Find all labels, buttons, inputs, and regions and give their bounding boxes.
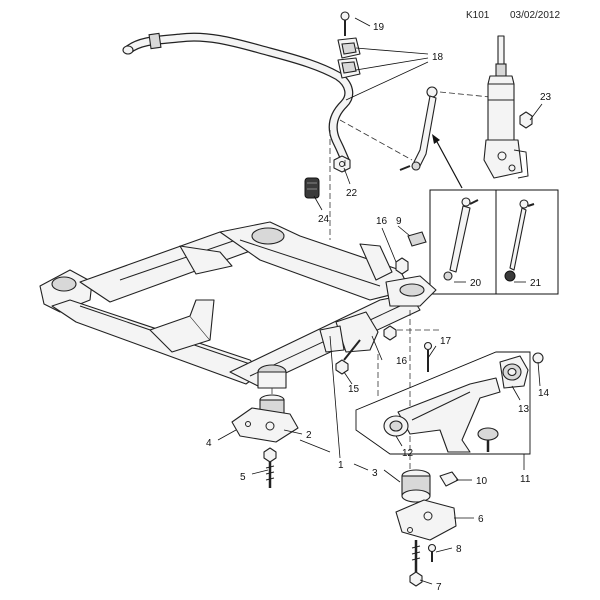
callout-8: 8 (456, 544, 462, 555)
callout-3: 3 (372, 468, 378, 479)
callout-15: 15 (348, 384, 360, 395)
callout-11: 11 (520, 474, 531, 485)
diagram-code: K101 (466, 10, 490, 21)
nut-16-lower[interactable] (383, 325, 397, 341)
stabilizer-bushing-upper[interactable] (337, 37, 361, 59)
control-arm-bushing-rear[interactable] (499, 355, 529, 389)
stabilizer-link-variant-b[interactable] (504, 199, 535, 282)
callout-9: 9 (396, 216, 402, 227)
bushing-bolt[interactable] (340, 11, 350, 36)
callout-16-upper: 16 (376, 216, 388, 227)
control-arm-bolt-15[interactable] (335, 339, 361, 375)
callout-7: 7 (436, 582, 442, 593)
callout-labels: 19 18 23 22 24 16 9 20 21 17 16 15 14 13… (206, 22, 552, 593)
callout-4: 4 (206, 438, 212, 449)
callout-18: 18 (432, 52, 444, 63)
callout-23: 23 (540, 92, 552, 103)
bar-end-bushing[interactable] (304, 177, 320, 199)
callout-13: 13 (518, 404, 530, 415)
stabilizer-link-variant-a[interactable] (443, 197, 479, 281)
callout-10: 10 (476, 476, 488, 487)
control-arm-bushing-front[interactable] (383, 415, 409, 437)
clip-9[interactable] (407, 231, 427, 247)
callout-14: 14 (538, 388, 550, 399)
callout-5: 5 (240, 472, 246, 483)
subframe-bushing-right[interactable] (401, 469, 431, 503)
bracket-screw[interactable] (427, 543, 437, 563)
callout-22: 22 (346, 188, 358, 199)
callout-2: 2 (306, 430, 312, 441)
callout-16-lower: 16 (396, 356, 408, 367)
subframe-bolt-right[interactable] (409, 540, 423, 587)
callout-17: 17 (440, 336, 452, 347)
control-arm-assembly-outline (355, 351, 531, 455)
callout-1: 1 (338, 460, 344, 471)
mounting-bracket-left[interactable] (231, 407, 299, 443)
bolt-17[interactable] (423, 341, 433, 373)
clip-nut[interactable] (439, 471, 459, 487)
stabilizer-bushing-lower[interactable] (337, 57, 361, 79)
subframe-bolt-left[interactable] (263, 447, 277, 488)
mounting-bracket-right[interactable] (395, 499, 457, 541)
leader-lines (217, 17, 543, 585)
diagram-date: 03/02/2012 (510, 10, 561, 21)
stabilizer-bar[interactable] (122, 32, 354, 167)
callout-24: 24 (318, 214, 330, 225)
front-subframe[interactable] (39, 221, 437, 389)
callout-19: 19 (373, 22, 385, 33)
callout-20: 20 (470, 278, 482, 289)
reference-arrow (432, 134, 463, 189)
nut-16-upper[interactable] (395, 257, 409, 275)
callout-12: 12 (402, 448, 414, 459)
strut-nut[interactable] (519, 111, 533, 129)
stabilizer-link[interactable] (399, 86, 438, 171)
control-arm[interactable] (397, 377, 501, 453)
link-nut[interactable] (333, 155, 351, 173)
control-arm-washer[interactable] (532, 352, 544, 364)
callout-6: 6 (478, 514, 484, 525)
strut-assembly[interactable] (483, 35, 529, 179)
callout-21: 21 (530, 278, 542, 289)
